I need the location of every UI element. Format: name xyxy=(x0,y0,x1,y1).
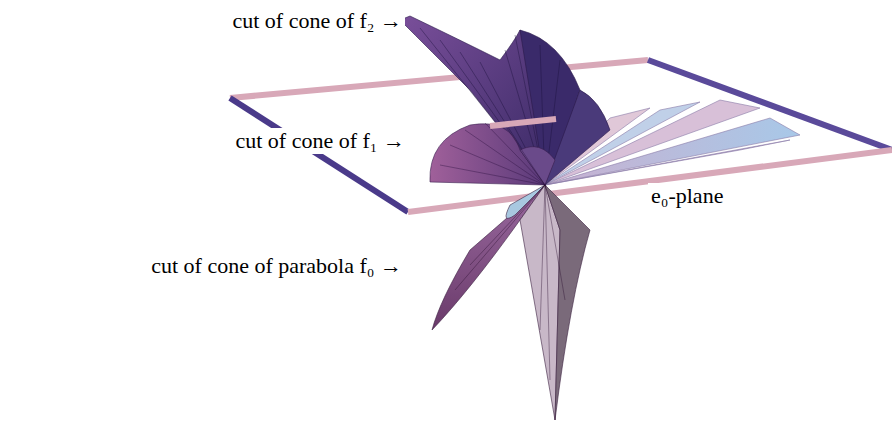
figure-label: e₀-plane xyxy=(648,183,726,209)
figure-label: cut of cone of f₁ → xyxy=(232,128,408,154)
figure-label: cut of cone of f₂ → xyxy=(229,8,405,34)
figure-label: cut of cone of parabola f₀ → xyxy=(148,253,405,279)
